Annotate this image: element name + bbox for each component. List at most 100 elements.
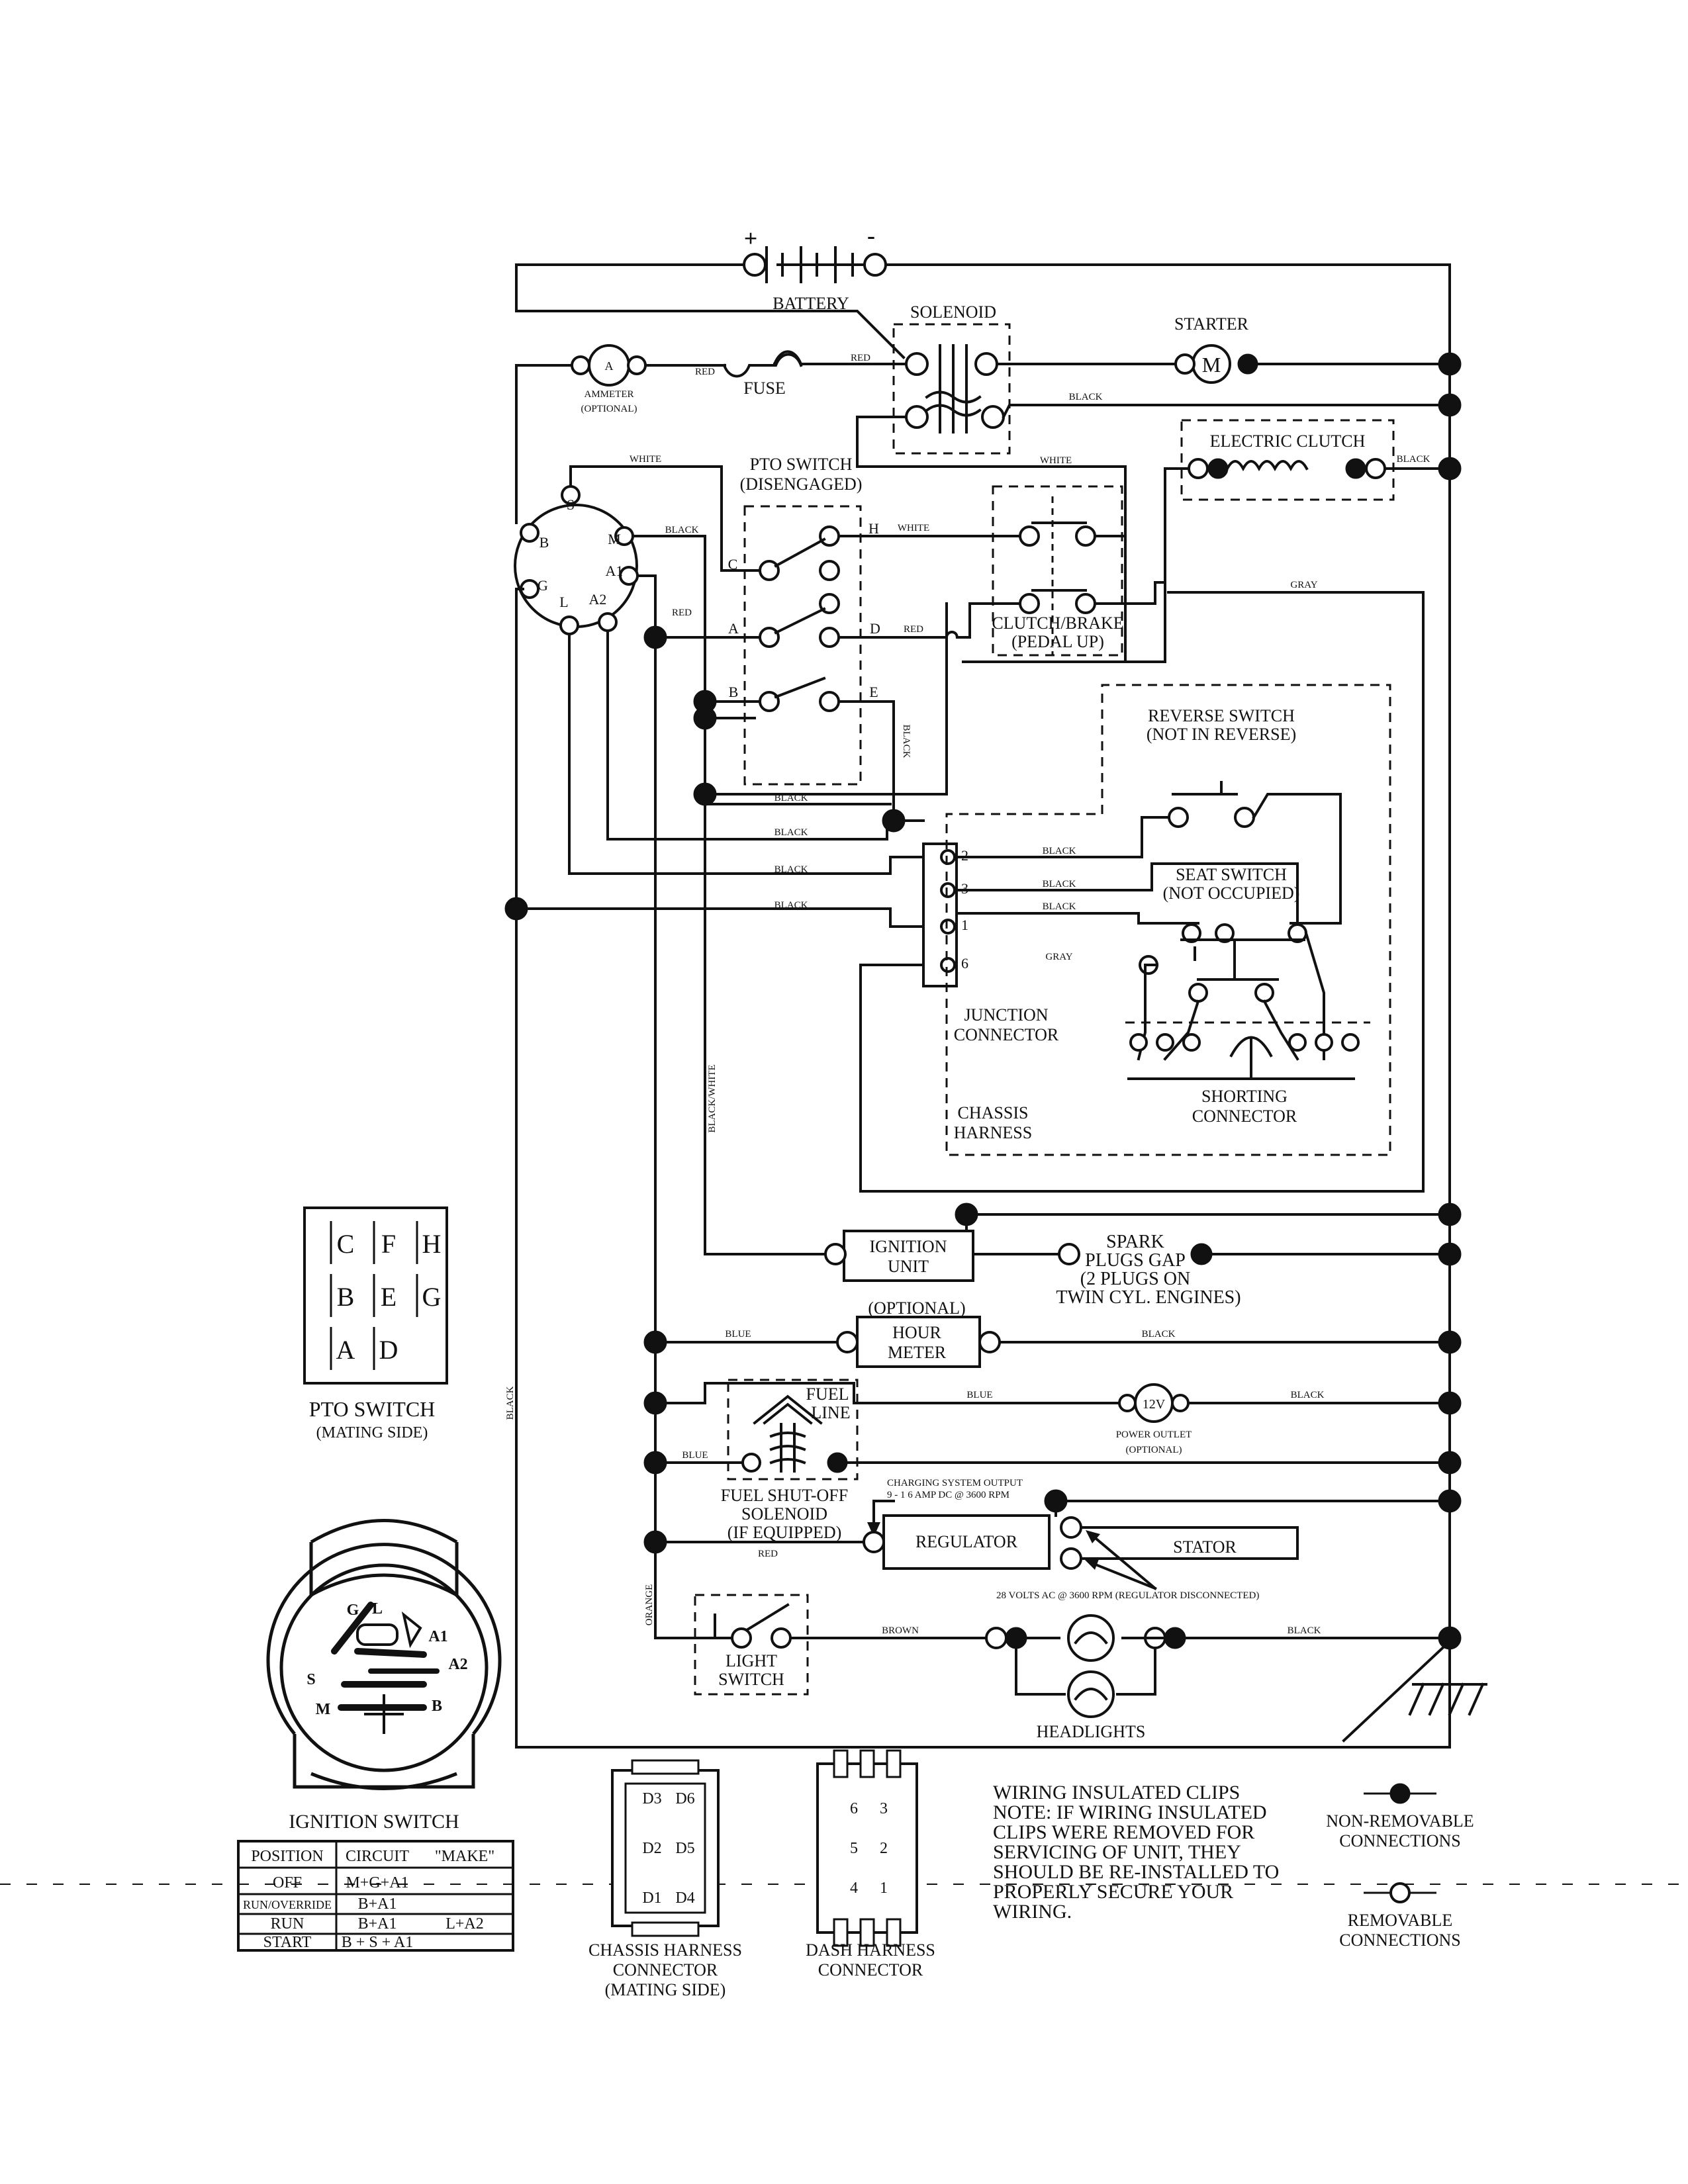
note-line-7: WIRING. xyxy=(993,1901,1072,1923)
dash-pin-3: 3 xyxy=(880,1800,888,1817)
wire-label-blue-fs: BLUE xyxy=(682,1450,708,1461)
wire-label-black-po: BLACK xyxy=(1291,1390,1325,1400)
note-line-4: SERVICING OF UNIT, THEY xyxy=(993,1841,1241,1863)
chassis-harness-label-2: HARNESS xyxy=(954,1123,1032,1142)
pto-term-e: E xyxy=(869,684,878,700)
chassis-pin-d2: D2 xyxy=(642,1840,661,1857)
dash-pin-1: 1 xyxy=(880,1880,888,1897)
wire-label-white-ign: WHITE xyxy=(630,454,661,465)
pto-switch-schematic: PTO SWITCH (DISENGAGED) C H A D B E xyxy=(728,455,880,786)
table-row-start-pos: START xyxy=(263,1934,312,1951)
table-row-override-pos: RUN/OVERRIDE xyxy=(243,1898,332,1911)
shorting-connector: SHORTING CONNECTOR xyxy=(1125,1021,1370,1126)
wire-label-black-ground: BLACK xyxy=(505,1386,516,1420)
wire-label-black-4: BLACK xyxy=(774,900,808,911)
junction-label-1: JUNCTION xyxy=(964,1005,1048,1024)
ign-face-a1: A1 xyxy=(428,1628,447,1645)
power-outlet-label-2: (OPTIONAL) xyxy=(1126,1445,1182,1455)
clutch-brake-label: CLUTCH/BRAKE xyxy=(992,614,1123,633)
wire-label-black-hm: BLACK xyxy=(1142,1329,1176,1340)
dash-harness-connector: 6 3 5 2 4 1 DASH HARNESS CONNECTOR xyxy=(806,1749,935,1979)
wire-label-black-white: BLACK/WHITE xyxy=(707,1064,718,1132)
stator-label: STATOR xyxy=(1173,1537,1237,1557)
ammeter: A AMMETER (OPTIONAL) xyxy=(571,344,647,414)
pto-mating-title: PTO SWITCH xyxy=(309,1397,436,1421)
wire-label-black-jc1: BLACK xyxy=(1043,901,1076,912)
starter-symbol: M xyxy=(1202,353,1221,377)
note-line-6: PROPERLY SECURE YOUR xyxy=(993,1881,1233,1903)
ign-face-a2: A2 xyxy=(448,1656,467,1673)
fuel-line-label-1: FUEL xyxy=(806,1385,849,1404)
headlights: HEADLIGHTS xyxy=(985,1614,1186,1741)
pto-mating-side: C F H B E G A D PTO SWITCH (MATING SIDE) xyxy=(303,1206,448,1441)
chassis-pin-d3: D3 xyxy=(642,1790,661,1807)
battery: + - BATTERY xyxy=(515,222,888,313)
headlights-label: HEADLIGHTS xyxy=(1037,1722,1146,1741)
chassis-pin-d4: D4 xyxy=(675,1889,694,1907)
junction-pin-2: 2 xyxy=(961,847,968,864)
pto-mating-f: F xyxy=(381,1229,396,1259)
seat-switch-state: (NOT OCCUPIED) xyxy=(1163,884,1300,903)
table-row-run-pos: RUN xyxy=(271,1915,305,1933)
legend-removable-1: REMOVABLE xyxy=(1348,1911,1452,1930)
pto-term-b: B xyxy=(729,684,739,700)
shorting-label-2: CONNECTOR xyxy=(1192,1107,1297,1126)
charging-output-1: CHARGING SYSTEM OUTPUT xyxy=(887,1478,1023,1488)
pto-switch-label: PTO SWITCH xyxy=(750,455,853,474)
ground-symbol xyxy=(1408,1682,1487,1716)
chassis-pin-d5: D5 xyxy=(675,1840,694,1857)
spark-label-3: (2 PLUGS ON xyxy=(1080,1269,1190,1289)
chassis-pin-d1: D1 xyxy=(642,1889,661,1907)
pto-mating-subtitle: (MATING SIDE) xyxy=(316,1424,428,1441)
wire-label-red-pto: RED xyxy=(904,624,923,635)
starter-label: STARTER xyxy=(1174,314,1249,334)
starter: M STARTER xyxy=(1174,314,1258,384)
wire-label-red-ign: RED xyxy=(672,608,692,618)
ign-face-m: M xyxy=(316,1701,331,1718)
wire-label-white-solenoid: WHITE xyxy=(1040,455,1072,466)
wire-label-blue-po: BLUE xyxy=(966,1390,992,1400)
pto-mating-d: D xyxy=(379,1335,399,1365)
spark-label-1: SPARK xyxy=(1106,1232,1164,1252)
junction-pin-6: 6 xyxy=(961,955,968,972)
junction-pin-3: 3 xyxy=(961,880,968,897)
ignition-table: POSITION CIRCUIT "MAKE" OFF M+G+A1 RUN/O… xyxy=(237,1840,514,1952)
pto-term-h: H xyxy=(868,520,879,537)
ignition-unit: IGNITION UNIT xyxy=(824,1230,1080,1282)
ign-face-b: B xyxy=(432,1698,442,1715)
wire-label-gray-2: GRAY xyxy=(1045,952,1072,962)
ign-face-g: G xyxy=(347,1602,359,1619)
power-outlet-label-1: POWER OUTLET xyxy=(1116,1430,1192,1440)
chassis-harness-connector: D3 D6 D2 D5 D1 D4 CHASSIS HARNESS CONNEC… xyxy=(588,1759,742,1999)
fuel-shutoff-solenoid: FUEL LINE xyxy=(727,1379,859,1480)
ign-term-g: G xyxy=(538,577,548,594)
chassis-connector-label-1: CHASSIS HARNESS xyxy=(588,1940,742,1960)
reverse-switch: REVERSE SWITCH (NOT IN REVERSE) xyxy=(1147,706,1296,828)
ignition-switch-face: G L A1 A2 S M B IGNITION SWITCH xyxy=(266,1519,502,1833)
ignition-unit-label-2: UNIT xyxy=(888,1257,929,1276)
table-row-off-pos: OFF xyxy=(273,1874,302,1891)
dash-pin-4: 4 xyxy=(850,1880,858,1897)
regulator-label: REGULATOR xyxy=(915,1532,1018,1551)
wire-label-black-3: BLACK xyxy=(774,864,808,875)
wire-label-black-2: BLACK xyxy=(774,827,808,838)
fuel-solenoid-label-1: FUEL SHUT-OFF xyxy=(721,1486,848,1505)
chassis-harness-label-1: CHASSIS xyxy=(958,1103,1029,1122)
pto-switch-state: (DISENGAGED) xyxy=(740,475,863,494)
battery-plus: + xyxy=(744,225,758,251)
battery-minus: - xyxy=(867,222,875,249)
note-line-1: WIRING INSULATED CLIPS xyxy=(993,1782,1240,1803)
chassis-connector-label-2: CONNECTOR xyxy=(613,1960,718,1979)
clutch-brake-switch: CLUTCH/BRAKE (PEDAL UP) xyxy=(992,485,1124,657)
fuel-solenoid-text: FUEL SHUT-OFF SOLENOID (IF EQUIPPED) xyxy=(721,1486,848,1542)
light-switch-label-2: SWITCH xyxy=(718,1670,784,1689)
table-header-position: POSITION xyxy=(251,1848,323,1865)
spark-plugs: SPARK PLUGS GAP (2 PLUGS ON TWIN CYL. EN… xyxy=(1056,1232,1241,1308)
ign-term-m: M xyxy=(608,531,621,547)
stator-output: 28 VOLTS AC @ 3600 RPM (REGULATOR DISCON… xyxy=(996,1590,1259,1601)
wire-label-black-hl: BLACK xyxy=(1288,1625,1321,1636)
wire-label-black-jc3: BLACK xyxy=(1043,879,1076,889)
ammeter-label: AMMETER xyxy=(585,389,634,400)
fuse-label: FUSE xyxy=(743,379,786,398)
pto-term-d: D xyxy=(870,620,880,637)
